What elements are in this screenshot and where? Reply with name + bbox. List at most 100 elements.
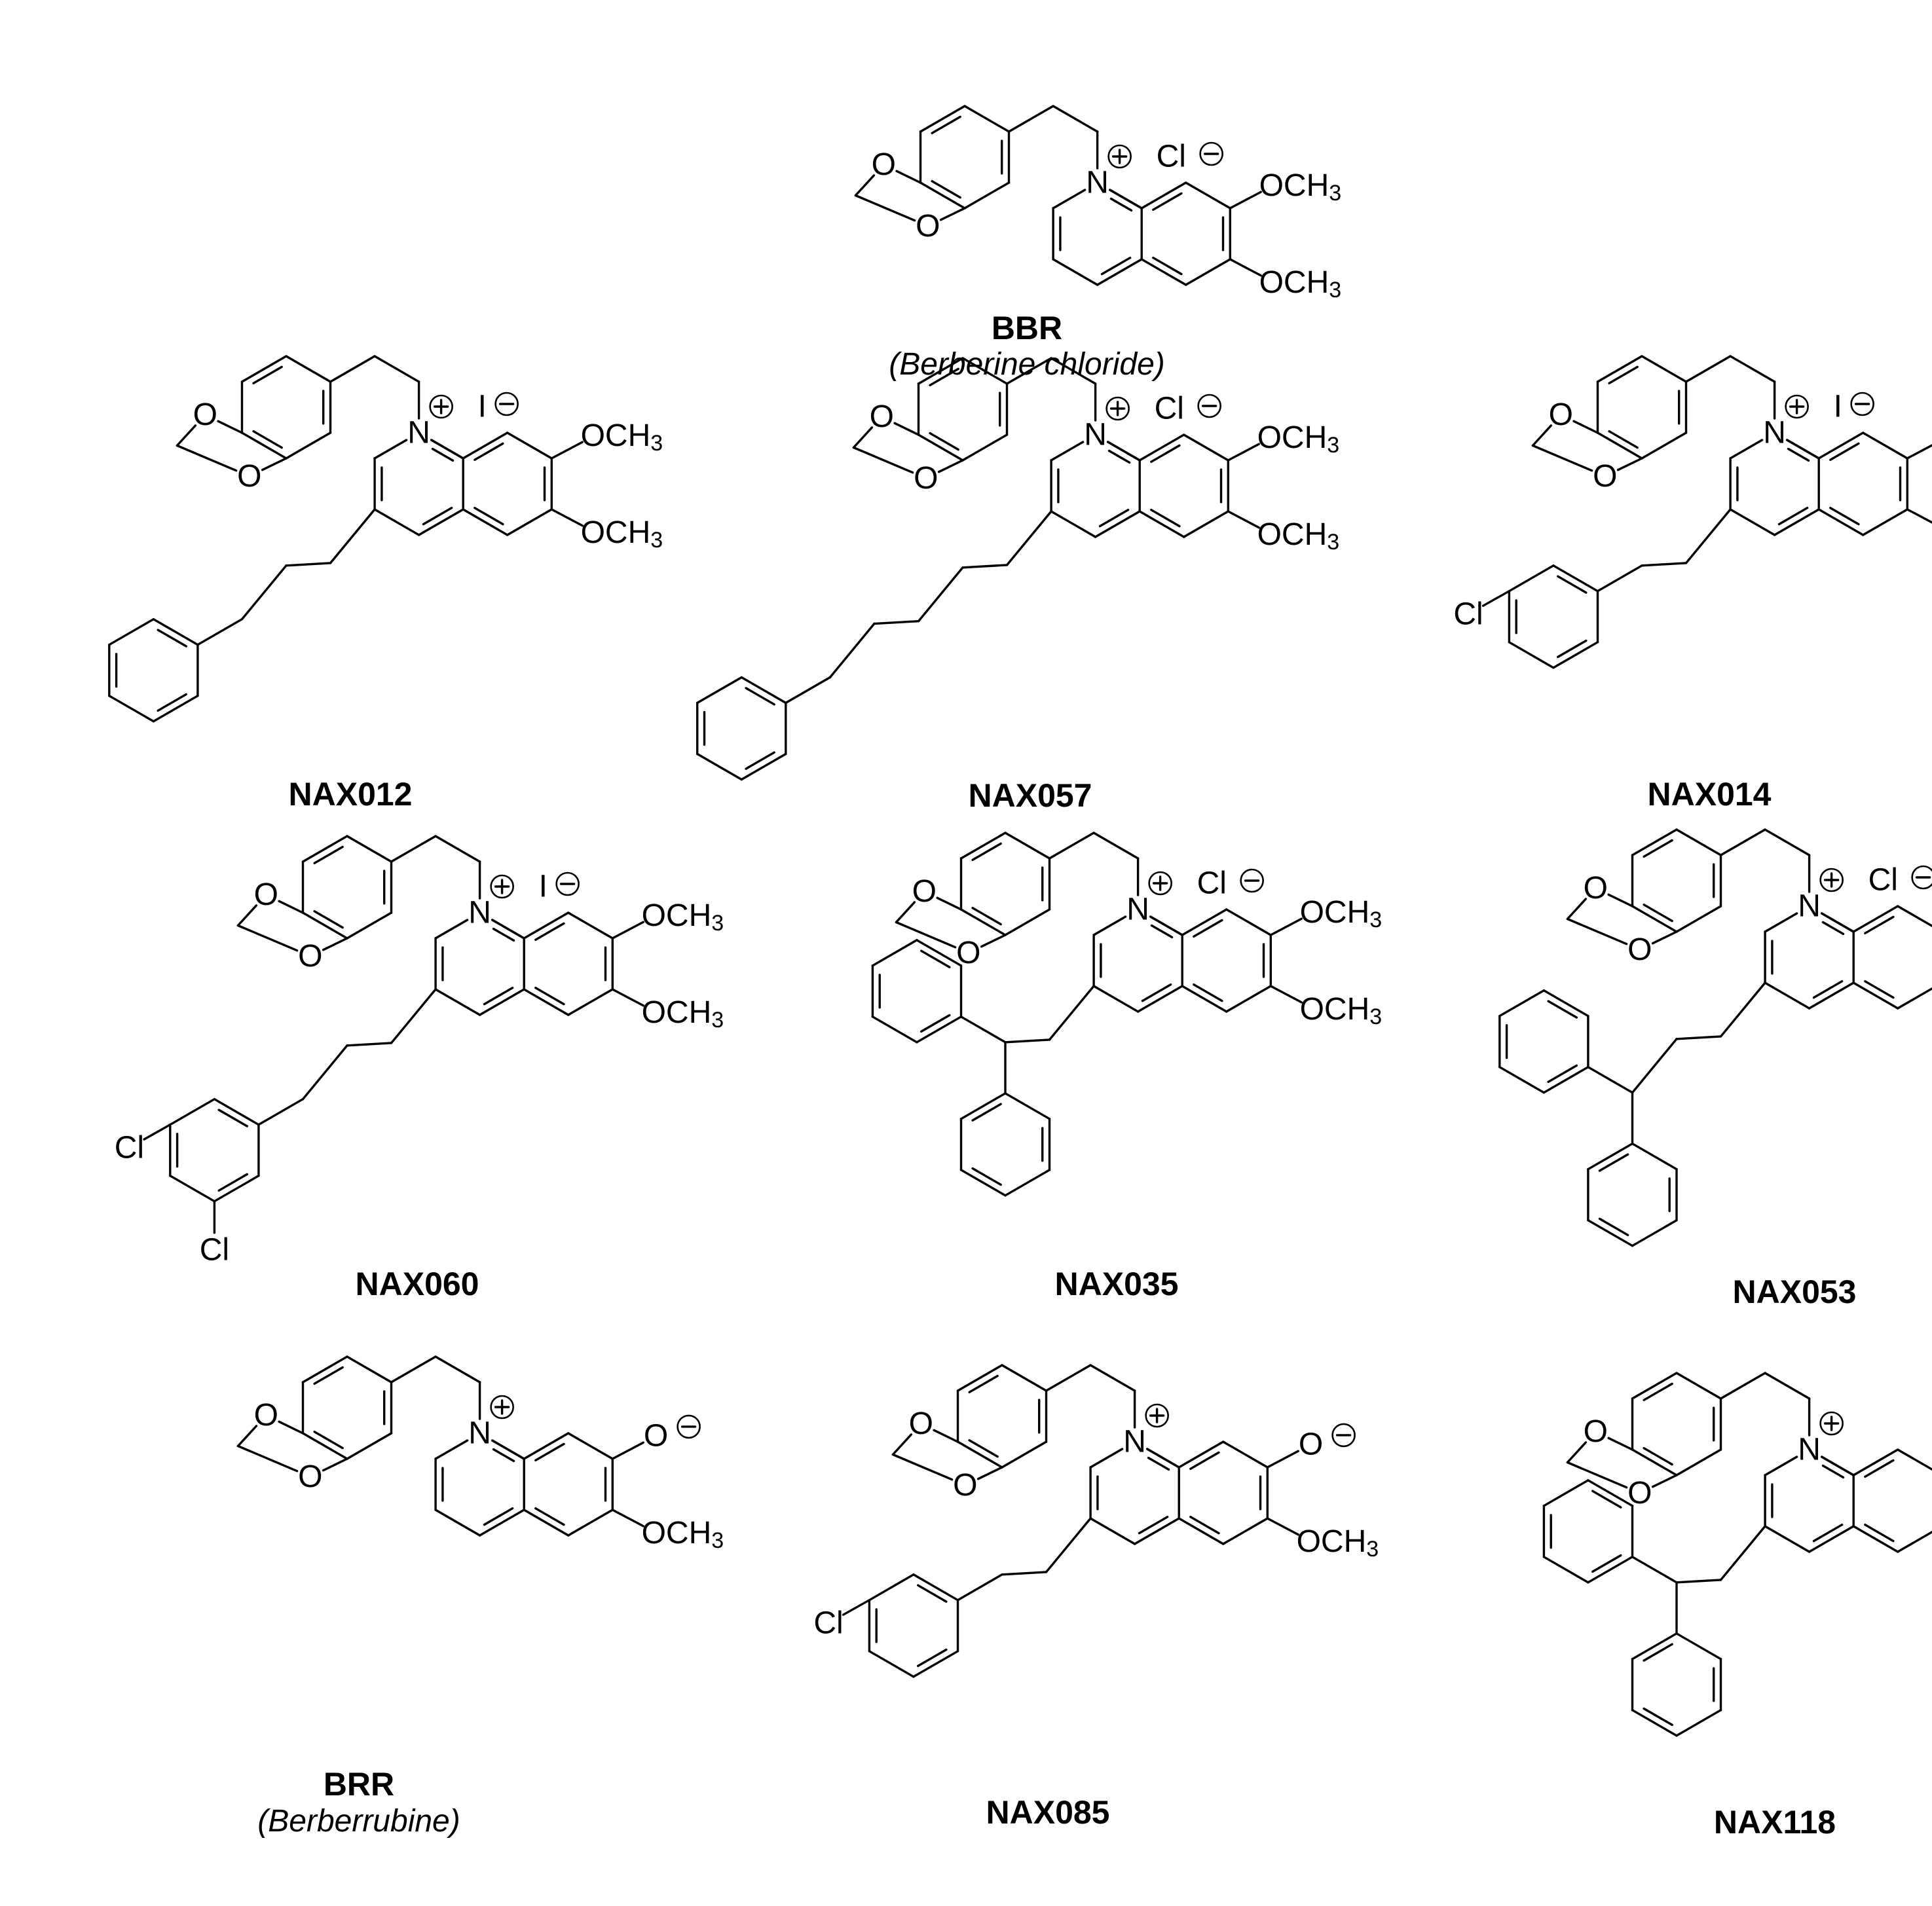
bond xyxy=(1566,898,1588,921)
bond xyxy=(478,1509,525,1537)
bond xyxy=(961,433,1009,462)
double-bond xyxy=(217,1173,248,1192)
methoxy-label: OCH3 xyxy=(581,515,663,553)
double-bond xyxy=(1193,983,1223,1002)
double-bond xyxy=(968,1439,999,1458)
phenyl-ring xyxy=(108,618,199,723)
bond xyxy=(1596,431,1643,460)
bond xyxy=(1229,258,1262,277)
ring-b: N xyxy=(1719,1372,1844,1476)
ring-b: N xyxy=(329,355,453,460)
bond xyxy=(152,618,199,646)
bond xyxy=(1542,1065,1589,1094)
bond xyxy=(852,446,914,474)
atom-label: O xyxy=(1584,1414,1608,1449)
double-bond xyxy=(1643,903,1673,923)
bond xyxy=(523,1432,570,1460)
bond xyxy=(1764,828,1811,856)
bond xyxy=(868,1650,915,1678)
bond xyxy=(1631,1142,1678,1171)
double-bond xyxy=(1812,980,1844,999)
bond xyxy=(1675,1709,1722,1737)
bond xyxy=(871,939,918,967)
bond xyxy=(346,911,393,940)
bond xyxy=(1729,508,1776,536)
bond xyxy=(912,1650,959,1678)
double-bond xyxy=(920,1014,951,1033)
negative-charge-icon xyxy=(1240,868,1264,893)
double-bond xyxy=(1152,192,1183,211)
bond xyxy=(895,170,922,184)
bond xyxy=(1631,1038,1678,1094)
double-bond xyxy=(1547,1000,1578,1019)
bond xyxy=(871,1016,918,1044)
bond xyxy=(854,174,876,197)
bond xyxy=(1004,1092,1051,1120)
bond xyxy=(506,508,553,536)
bond xyxy=(1552,641,1599,669)
bond xyxy=(567,988,614,1016)
ring-b: N xyxy=(1045,1364,1169,1469)
bond xyxy=(434,919,469,940)
double-bond xyxy=(1152,257,1183,276)
bond xyxy=(1007,105,1054,133)
bond xyxy=(1092,985,1140,1013)
compound-labels: BBR NAX012 NAX057 NAX014 NAX060 NAX035 N… xyxy=(289,310,1857,1841)
bond xyxy=(956,1364,1003,1392)
bond xyxy=(1269,985,1303,1004)
bond xyxy=(963,105,1011,133)
bond xyxy=(1641,562,1688,567)
bond xyxy=(1481,590,1511,607)
bond xyxy=(567,1509,614,1537)
atom-label: O xyxy=(1584,871,1608,906)
bond xyxy=(1587,1556,1634,1584)
bond xyxy=(1906,508,1932,524)
atom-label: O xyxy=(298,1459,322,1494)
double-bond xyxy=(1864,915,1895,935)
bond xyxy=(236,904,258,927)
atom-label: O xyxy=(914,461,938,496)
bond xyxy=(1587,1065,1634,1094)
methoxy-label: OCH3 xyxy=(581,418,663,456)
bond xyxy=(417,508,464,536)
double-bond xyxy=(1100,257,1132,276)
bond xyxy=(1675,1035,1722,1040)
bond xyxy=(1050,510,1097,538)
counterion-label: I xyxy=(478,390,487,424)
bond xyxy=(434,1439,469,1460)
bond xyxy=(390,835,437,863)
bond xyxy=(434,1509,481,1537)
bond xyxy=(1596,355,1643,383)
bond xyxy=(1133,1517,1180,1545)
bond xyxy=(346,835,393,863)
bond xyxy=(278,1420,305,1435)
bond xyxy=(176,424,197,447)
label-nax012: NAX012 xyxy=(289,776,413,813)
c13-chain xyxy=(696,510,1052,781)
nitrogen-atom: N xyxy=(1763,416,1786,450)
bond xyxy=(1001,1440,1048,1469)
bond xyxy=(917,433,964,462)
counterion-label: I xyxy=(1834,390,1842,424)
bond xyxy=(240,431,288,460)
bond xyxy=(1719,828,1766,856)
bond xyxy=(301,1355,348,1384)
bond xyxy=(611,1509,644,1528)
bond xyxy=(1542,989,1589,1017)
bond xyxy=(1181,985,1228,1013)
bond xyxy=(1675,1632,1722,1660)
ring-b: N xyxy=(1048,832,1172,936)
c13-chain: Cl xyxy=(813,1517,1092,1678)
negative-charge-icon xyxy=(555,871,580,896)
bond xyxy=(550,508,584,527)
bond xyxy=(1266,1517,1299,1536)
bond xyxy=(939,207,966,221)
bond xyxy=(1631,905,1678,933)
bond xyxy=(491,1439,525,1460)
bond xyxy=(1808,1525,1855,1553)
label-nax014: NAX014 xyxy=(1648,776,1772,813)
